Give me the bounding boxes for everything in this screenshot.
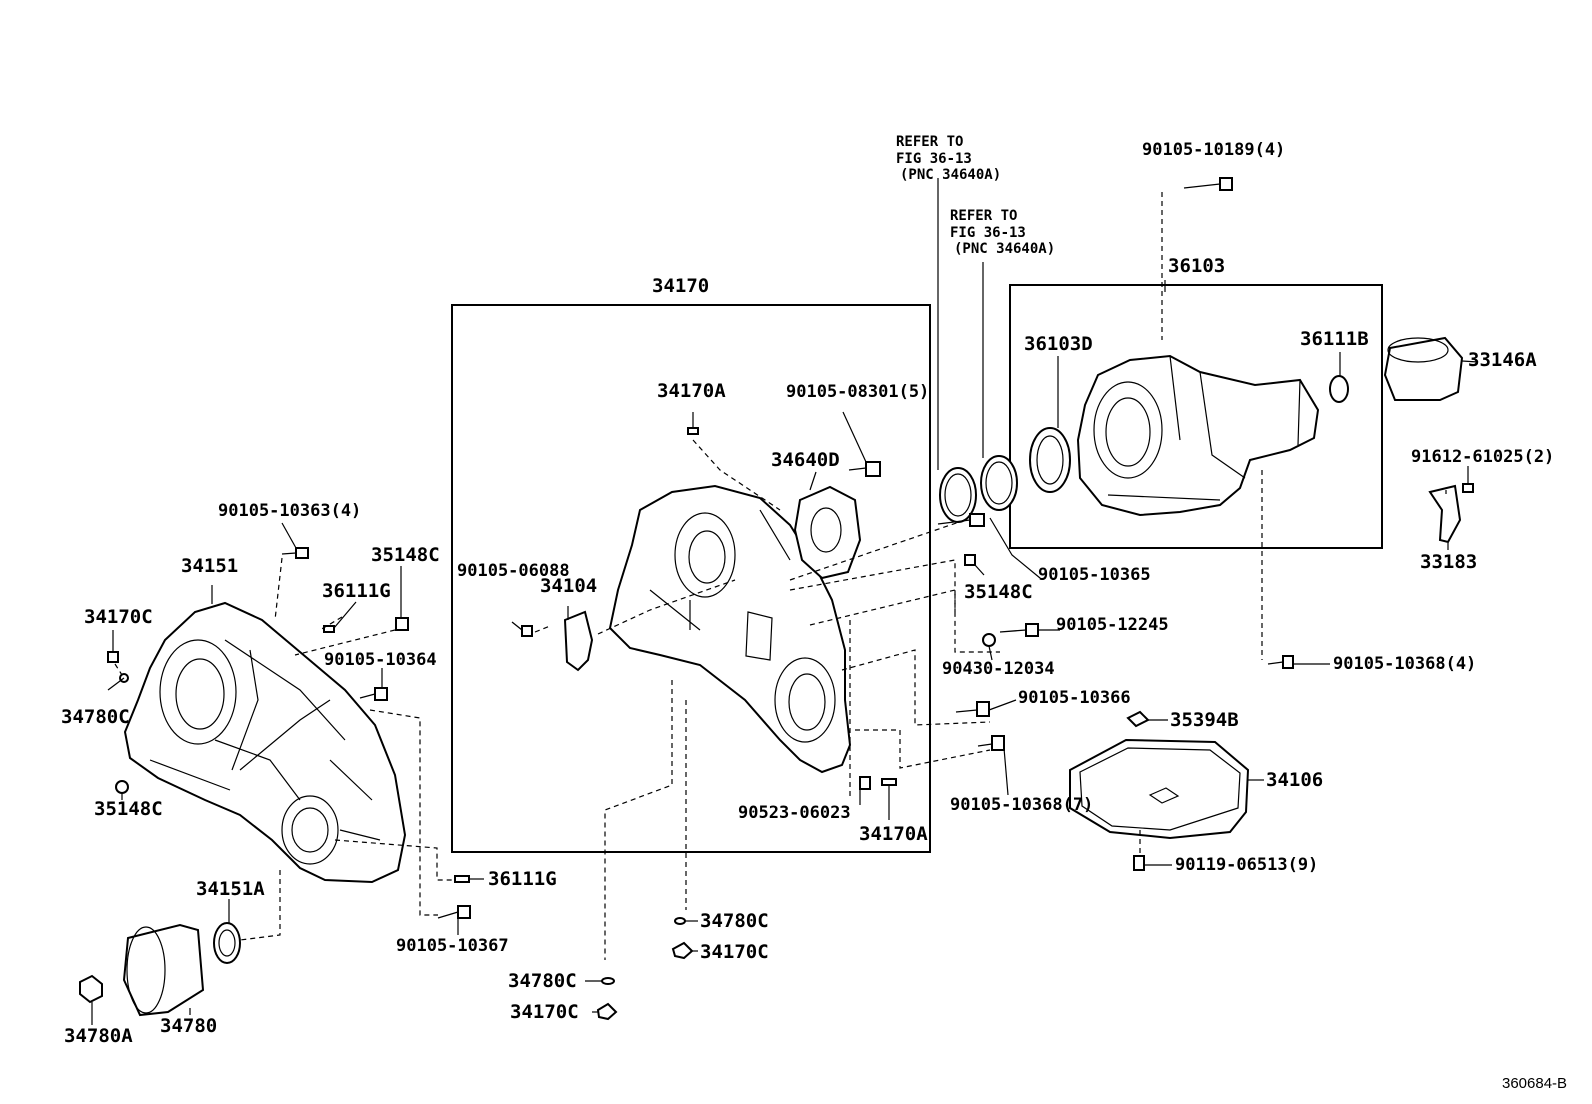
label-33146A: 33146A xyxy=(1468,349,1537,371)
label-36111G-top: 36111G xyxy=(322,580,391,602)
label-90105-10366: 90105-10366 xyxy=(1018,688,1131,708)
label-36111B: 36111B xyxy=(1300,328,1369,350)
plug-35394B xyxy=(1126,710,1150,728)
seal-36103D xyxy=(1029,427,1071,493)
label-35148C-mid: 35148C xyxy=(964,581,1033,603)
label-34640D: 34640D xyxy=(771,449,840,471)
label-90105-10364: 90105-10364 xyxy=(324,650,437,670)
seal-34151A xyxy=(213,922,241,964)
refer-note-lower: REFER TO FIG 36-13 (PNC 34640A) xyxy=(950,208,1055,257)
label-34170A-bottom: 34170A xyxy=(859,823,928,845)
transfer-case-cover-34170 xyxy=(608,484,852,774)
label-90105-10363: 90105-10363(4) xyxy=(218,501,361,521)
label-35148C-left: 35148C xyxy=(94,798,163,820)
flange-34780 xyxy=(122,923,205,1017)
figure-code: 360684-B xyxy=(1502,1075,1567,1092)
label-34170C-mid: 34170C xyxy=(700,941,769,963)
nut-34780A xyxy=(79,974,103,1004)
label-90105-08301: 90105-08301(5) xyxy=(786,382,929,402)
bracket-33183 xyxy=(1428,484,1462,544)
label-35148C-top: 35148C xyxy=(371,544,440,566)
bracket-34104 xyxy=(563,610,594,672)
extension-housing-36103 xyxy=(1076,354,1320,517)
dust-deflector-33146A xyxy=(1383,336,1464,401)
label-36103: 36103 xyxy=(1168,255,1225,277)
label-91612-61025: 91612-61025(2) xyxy=(1411,447,1554,467)
label-90105-12245: 90105-12245 xyxy=(1056,615,1169,635)
label-34106: 34106 xyxy=(1266,769,1323,791)
seal-plate-34640D xyxy=(793,485,862,580)
label-90105-10368-7: 90105-10368(7) xyxy=(950,795,1093,815)
label-leaders xyxy=(91,178,1479,1025)
label-90430-12034: 90430-12034 xyxy=(942,659,1055,679)
label-34780C-left: 34780C xyxy=(61,706,130,728)
label-90523-06023: 90523-06023 xyxy=(738,803,851,823)
label-90105-10189: 90105-10189(4) xyxy=(1142,140,1285,160)
label-90105-10365: 90105-10365 xyxy=(1038,565,1151,585)
assembly-guide-lines xyxy=(114,192,1447,960)
label-34780C-mid: 34780C xyxy=(700,910,769,932)
refer-note-lower-line3: (PNC 34640A) xyxy=(954,241,1055,257)
label-34104: 34104 xyxy=(540,575,597,597)
label-34780A: 34780A xyxy=(64,1025,133,1047)
gasket-ring-right xyxy=(980,455,1018,511)
label-34170: 34170 xyxy=(652,275,709,297)
label-36111G-bottom: 36111G xyxy=(488,868,557,890)
label-34151A: 34151A xyxy=(196,878,265,900)
label-90119-06513: 90119-06513(9) xyxy=(1175,855,1318,875)
label-34780C-bottom: 34780C xyxy=(508,970,577,992)
oil-seal-36111B xyxy=(1329,375,1349,403)
label-35394B: 35394B xyxy=(1170,709,1239,731)
refer-note-lower-line2: FIG 36-13 xyxy=(950,225,1026,241)
transfer-case-34151 xyxy=(123,601,407,884)
refer-note-upper-line2: FIG 36-13 xyxy=(896,151,972,167)
label-34170A-top: 34170A xyxy=(657,380,726,402)
label-90105-10367: 90105-10367 xyxy=(396,936,509,956)
refer-note-upper: REFER TO FIG 36-13 (PNC 34640A) xyxy=(896,134,1001,183)
label-33183: 33183 xyxy=(1420,551,1477,573)
refer-note-lower-line1: REFER TO xyxy=(950,208,1017,224)
oil-pan-34106 xyxy=(1069,738,1250,840)
label-36103D: 36103D xyxy=(1024,333,1093,355)
label-34170C-left: 34170C xyxy=(84,606,153,628)
label-34780: 34780 xyxy=(160,1015,217,1037)
label-34170C-bottom: 34170C xyxy=(510,1001,579,1023)
refer-note-upper-line3: (PNC 34640A) xyxy=(900,167,1001,183)
label-90105-06088: 90105-06088 xyxy=(457,561,570,581)
label-34151: 34151 xyxy=(181,555,238,577)
label-90105-10368-4: 90105-10368(4) xyxy=(1333,654,1476,674)
refer-note-upper-line1: REFER TO xyxy=(896,134,963,150)
